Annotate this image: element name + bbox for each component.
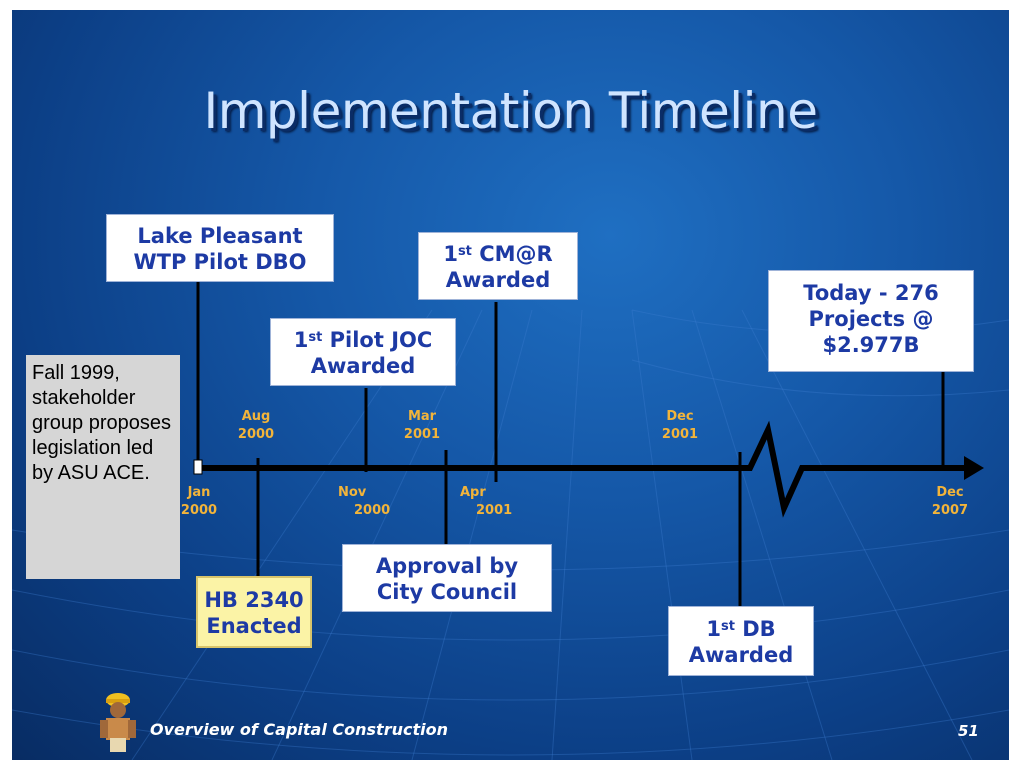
event-cmar: 1st CM@R Awarded [418, 232, 578, 300]
construction-worker-icon [100, 693, 136, 752]
event-first-db: 1st DB Awarded [668, 606, 814, 676]
timeline-graphic [193, 282, 984, 606]
event-fall-1999: Fall 1999, stakeholder group proposes le… [26, 355, 180, 579]
slide-title: Implementation Timeline [203, 82, 818, 140]
page-number: 51 [958, 722, 979, 740]
event-hb2340: HB 2340 Enacted [196, 576, 312, 648]
timeline-axis [198, 420, 967, 518]
event-approval: Approval by City Council [342, 544, 552, 612]
footer-title: Overview of Capital Construction [150, 720, 448, 739]
slide: Implementation Timeline Lake Pleasant WT… [12, 10, 1009, 760]
event-today: Today - 276 Projects @ $2.977B [768, 270, 974, 372]
timeline-arrowhead [964, 456, 984, 480]
timeline-start-marker [193, 459, 203, 475]
event-lake-pleasant: Lake Pleasant WTP Pilot DBO [106, 214, 334, 282]
event-pilot-joc: 1st Pilot JOC Awarded [270, 318, 456, 386]
